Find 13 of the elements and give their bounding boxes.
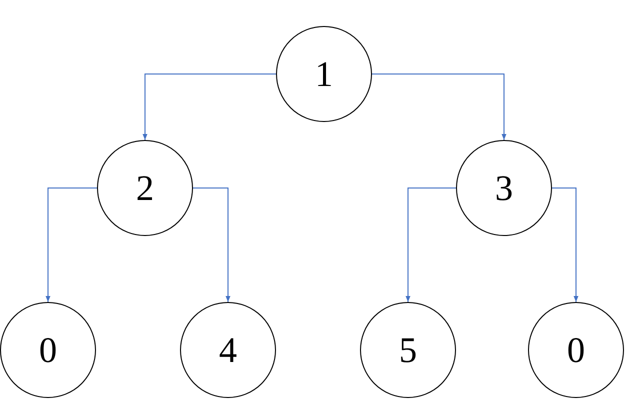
arrow	[552, 188, 578, 302]
node-number: 4	[219, 332, 237, 368]
node-number: 1	[315, 56, 333, 92]
arrow	[406, 188, 456, 302]
arrow	[46, 188, 98, 302]
node-number: 0	[39, 332, 57, 368]
node-number: 5	[399, 332, 417, 368]
node-number: 2	[136, 170, 154, 206]
arrow	[372, 74, 506, 140]
arrow	[142, 74, 276, 140]
arrow	[192, 188, 230, 302]
node-number: 3	[495, 170, 513, 206]
node-number: 0	[567, 332, 585, 368]
